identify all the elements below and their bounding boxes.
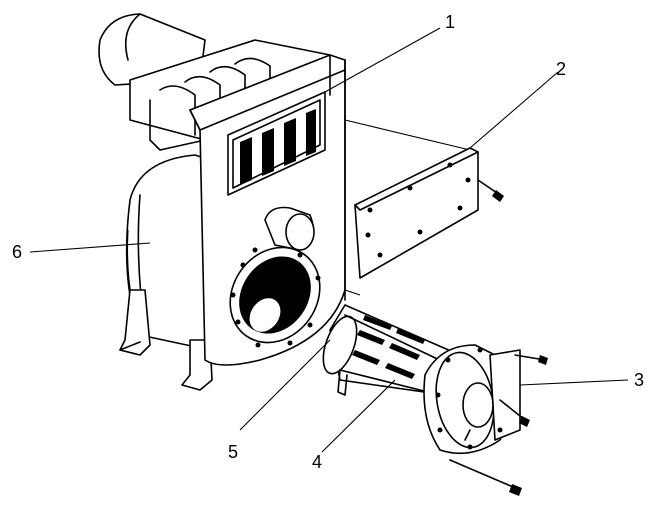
- louvered-inlet: [227, 91, 326, 196]
- leader-3: [519, 379, 629, 386]
- leader-1: [324, 27, 441, 93]
- leader-2: [469, 71, 559, 149]
- callout-1: 1: [445, 12, 455, 32]
- leader-lines: [29, 27, 629, 453]
- leader-6: [29, 242, 151, 253]
- access-cover-plate: [344, 119, 504, 296]
- burner-opening: [229, 246, 321, 348]
- leader-4: [321, 379, 396, 453]
- callout-5: 5: [228, 442, 238, 462]
- opening-bolts: [230, 247, 321, 348]
- mounting-flange: [423, 344, 548, 496]
- callout-2: 2: [556, 59, 566, 79]
- callout-4: 4: [312, 452, 322, 472]
- air-tube-stub: [264, 206, 315, 251]
- blower-housing: [119, 154, 213, 391]
- leader-5: [239, 339, 331, 431]
- callout-6: 6: [12, 242, 22, 262]
- callout-3: 3: [634, 370, 644, 390]
